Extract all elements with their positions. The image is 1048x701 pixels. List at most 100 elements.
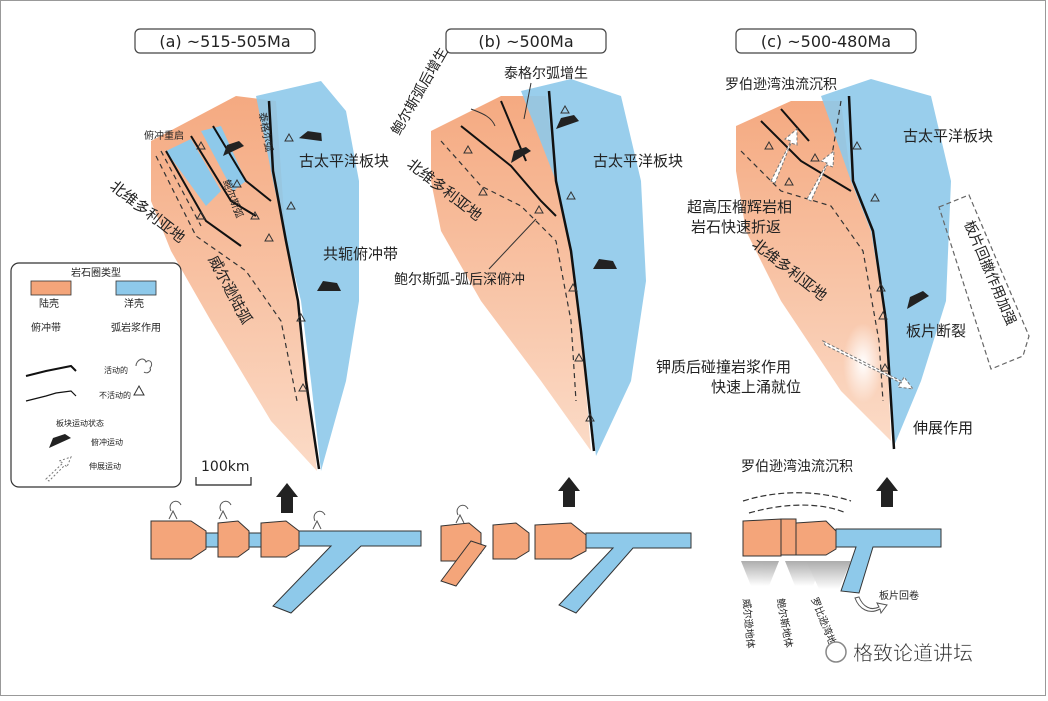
panel-b-dashed-line bbox=[440, 140, 577, 402]
panel-b-title: (b) ~500Ma bbox=[478, 32, 573, 51]
panel-c-label-robertson: 罗伯逊湾浊流沉积 bbox=[725, 76, 837, 93]
legend-oceanic-label: 洋壳 bbox=[124, 297, 144, 310]
panel-b-subduction-arrow-3 bbox=[593, 259, 617, 269]
cross-section-a bbox=[150, 483, 422, 614]
cross-section-c-extension-arrows bbox=[741, 561, 851, 589]
panel-a-label-subduction-belt: 共轭俯冲带 bbox=[323, 245, 398, 263]
panel-c-title-box bbox=[735, 28, 917, 54]
panel-b-trench-line bbox=[547, 90, 596, 452]
panel-a-subduction-arrow-1 bbox=[298, 131, 322, 142]
cross-section-b-block-3 bbox=[534, 522, 587, 560]
cross-section-c-up-arrow bbox=[876, 477, 898, 507]
panel-c-thrust-lines bbox=[760, 108, 852, 192]
scale-bar-label: 100km bbox=[201, 459, 249, 475]
cross-section-b-volcano bbox=[455, 504, 469, 524]
panel-a-arc-symbols bbox=[196, 132, 308, 392]
panel-c-label-slab-break: 板片断裂 bbox=[906, 322, 966, 340]
panel-b-arc-symbols bbox=[463, 104, 595, 422]
legend-subduction-label: 俯冲运动 bbox=[91, 437, 123, 447]
panel-a-title-box bbox=[134, 28, 316, 54]
legend-extension-arrow-icon bbox=[45, 456, 72, 482]
legend-inactive-line-icon bbox=[25, 390, 77, 402]
legend-active-label: 活动的 bbox=[104, 365, 128, 375]
panel-c-slab-break-arrow bbox=[907, 291, 929, 309]
cross-section-c-label-wilson: 威尔逊地体 bbox=[740, 598, 757, 649]
legend-inactive-label: 不活动的 bbox=[99, 390, 131, 400]
panel-b: (b) ~500Ma 鲍尔斯弧后增生 泰格尔弧增生 北维多利亚地 古太平洋板块 … bbox=[389, 28, 683, 456]
cross-section-b-up-arrow bbox=[558, 477, 580, 507]
legend-motion-title: 板块运动状态 bbox=[56, 418, 104, 428]
panel-c-label-uhp-2: 岩石快速折返 bbox=[691, 218, 781, 236]
scale-bar-line bbox=[195, 477, 252, 486]
legend-volcano-icon bbox=[135, 358, 153, 374]
legend-thrust-belt-label: 俯冲带 bbox=[31, 321, 61, 334]
panel-c-arc-symbols bbox=[764, 140, 890, 372]
panel-b-title-box bbox=[445, 28, 607, 54]
watermark-icon bbox=[825, 641, 847, 663]
cross-section-c-block-1 bbox=[742, 518, 782, 557]
legend-active-line-icon bbox=[25, 364, 77, 377]
panel-a-label-pacific-plate: 古太平洋板块 bbox=[299, 152, 389, 170]
panel-b-pointer-deep bbox=[488, 218, 537, 270]
legend-subduction-arrow-icon bbox=[49, 434, 71, 448]
panel-a-title: (a) ~515-505Ma bbox=[159, 32, 290, 51]
panel-b-label-tiger-accretion: 泰格尔弧增生 bbox=[504, 66, 588, 82]
cross-section-c-block-3 bbox=[795, 520, 837, 556]
panel-b-pointer-tiger bbox=[523, 82, 532, 120]
legend-extension-label: 伸展运动 bbox=[89, 461, 121, 471]
panel-b-label-bowers-backarc: 鲍尔斯弧后增生 bbox=[389, 45, 452, 138]
legend-continental-swatch bbox=[30, 280, 72, 296]
panel-c-dashed-line-2 bbox=[830, 100, 842, 162]
legend-box bbox=[10, 262, 182, 488]
cross-section-a-volcanoes bbox=[168, 500, 326, 530]
cross-section-b-wedge bbox=[440, 540, 487, 587]
panel-a-label-thrust-recovery: 俯冲重启 bbox=[144, 129, 184, 142]
cross-section-c-label-rollback: 板片回卷 bbox=[879, 589, 919, 602]
panel-b-oceanic-area bbox=[521, 79, 646, 456]
panel-b-pointer-bowers bbox=[470, 108, 496, 127]
panel-b-label-deep-subduction: 鲍尔斯弧-弧后深俯冲 bbox=[394, 272, 525, 288]
panel-c-label-magma-1: 钾质后碰撞岩浆作用 bbox=[656, 358, 791, 376]
legend-arc-magma-label: 弧岩浆作用 bbox=[111, 321, 161, 334]
legend-title: 岩石圈类型 bbox=[71, 266, 121, 279]
cross-section-c-dashed-arc bbox=[742, 492, 852, 514]
panel-c-label-uhp-1: 超高压榴辉岩相 bbox=[687, 198, 792, 216]
panel-c-title: (c) ~500-480Ma bbox=[761, 32, 891, 51]
legend-triangle-icon bbox=[133, 384, 145, 396]
panel-c-label-rollback-box: 板片回撤作用加强 bbox=[960, 218, 1018, 327]
panel-a-oceanic-area bbox=[256, 81, 359, 471]
cross-section-a-block-1 bbox=[150, 520, 207, 560]
panel-b-subduction-arrow-2 bbox=[511, 147, 531, 163]
panel-c-label-extension: 伸展作用 bbox=[913, 419, 973, 437]
watermark-text: 格致论道讲坛 bbox=[853, 641, 973, 665]
panel-a-subduction-arrow-2 bbox=[223, 141, 244, 156]
cross-section-a-up-arrow bbox=[276, 483, 298, 513]
cross-section-c-block-2 bbox=[780, 518, 797, 556]
scale-bar: 100km bbox=[195, 459, 252, 486]
panel-a-thrust-lines bbox=[165, 125, 272, 247]
cross-section-b bbox=[440, 477, 692, 614]
legend: 岩石圈类型 陆壳 洋壳 俯冲带 弧岩浆作用 活动的 不活动的 板块运动状态 俯冲… bbox=[10, 262, 182, 488]
panel-c-exhumation-arrows bbox=[770, 127, 915, 390]
panel-a-subduction-arrow-3 bbox=[317, 281, 341, 291]
panel-a-dashed-line bbox=[155, 155, 298, 402]
cross-section-c: 罗伯逊湾浊流沉积 板片回卷 威尔逊地体 鲍尔斯地体 罗比逊湾地体 bbox=[740, 458, 942, 656]
panel-b-label-pacific-plate: 古太平洋板块 bbox=[593, 152, 683, 170]
legend-continental-label: 陆壳 bbox=[39, 297, 59, 310]
cross-section-a-link-1 bbox=[205, 532, 219, 548]
panel-a-trench-line bbox=[267, 100, 321, 470]
panel-c: (c) ~500-480Ma 罗伯逊湾浊流沉积 古太平洋板块 超高压榴辉岩相 岩… bbox=[656, 28, 1030, 450]
panel-c-rollback-box bbox=[938, 194, 1030, 370]
cross-section-c-label-bowers: 鲍尔斯地体 bbox=[774, 597, 795, 648]
panel-c-trench-line bbox=[847, 95, 896, 450]
panel-c-label-pacific-plate: 古太平洋板块 bbox=[903, 127, 993, 145]
cross-section-c-rollback-arrow bbox=[854, 596, 888, 615]
watermark: 格致论道讲坛 bbox=[825, 641, 973, 665]
cross-section-b-block-2 bbox=[492, 522, 530, 560]
panel-c-dashed-line bbox=[740, 150, 884, 402]
legend-oceanic-swatch bbox=[115, 280, 157, 296]
panel-b-subduction-arrow-1 bbox=[556, 115, 579, 129]
cross-section-a-link-2 bbox=[248, 532, 262, 548]
